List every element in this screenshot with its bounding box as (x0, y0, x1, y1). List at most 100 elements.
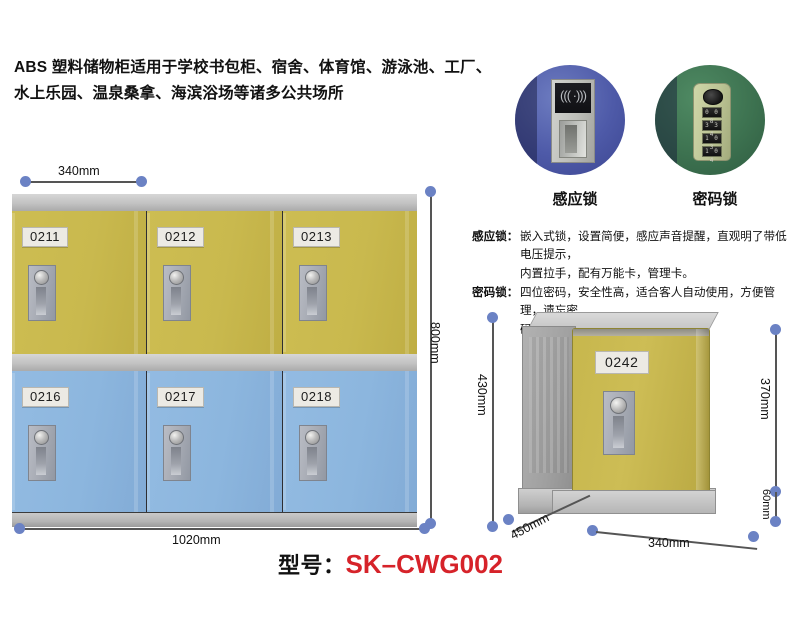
rfid-lock-caption: 感应锁 (552, 191, 598, 208)
rfid-description-label: 感应锁： (472, 230, 519, 243)
locker-number-plate: 0242 (595, 351, 649, 374)
dim-line-base-height (775, 492, 777, 520)
dim-label-total-height: 800mm (428, 322, 442, 364)
dim-endpoint-dot (419, 523, 430, 534)
dim-endpoint-dot (770, 486, 781, 497)
handle-recess (36, 447, 46, 475)
locker-number-plate: 0212 (157, 227, 204, 247)
combo-dial: 1 0 4 (702, 146, 722, 164)
handle-recess (613, 416, 624, 448)
dim-label-base-height: 60mm (760, 489, 772, 520)
signal-wave-icon: ((( ·))) (560, 88, 587, 103)
door-lock-handle (28, 425, 56, 481)
door-frame-strip (12, 194, 147, 212)
handle-recess (36, 287, 46, 315)
door-edge-highlight (283, 373, 286, 510)
door-edge-highlight (12, 373, 15, 510)
door-frame-strip (147, 354, 283, 372)
lock-cylinder-icon (305, 430, 320, 445)
rfid-description-text-2: 内置拉手，配有万能卡，管理卡。 (520, 267, 694, 280)
headline-line-1: ABS 塑料储物柜适用于学校书包柜、宿舍、体育馆、游泳池、工厂、 (14, 59, 492, 76)
locker-side-panel (522, 326, 576, 500)
lock-cylinder-icon (34, 270, 49, 285)
dim-line-total-height (430, 192, 432, 522)
combo-description-label: 密码锁： (472, 286, 519, 299)
dim-label-single-width: 340mm (648, 536, 690, 550)
handle-recess (307, 447, 317, 475)
door-frame-strip (283, 354, 417, 372)
dim-endpoint-dot (587, 525, 598, 536)
locker-number-plate: 0213 (293, 227, 340, 247)
dim-line-door-width (26, 181, 141, 183)
model-code: SK–CWG002 (345, 549, 504, 579)
combo-dial: 0 0 8 (702, 107, 722, 125)
locker-door: 0242 (572, 328, 710, 494)
locker-door: 0212 (147, 211, 283, 354)
dim-endpoint-dot (425, 186, 436, 197)
lock-cylinder-icon (305, 270, 320, 285)
locker-base-front (552, 490, 716, 514)
dim-label-single-height: 430mm (475, 374, 489, 416)
door-frame-strip (573, 329, 709, 336)
page-title: ABS 塑料储物柜适用于学校书包柜、宿舍、体育馆、游泳池、工厂、 水上乐园、温泉… (14, 55, 492, 107)
dim-endpoint-dot (425, 518, 436, 529)
dim-endpoint-dot (748, 531, 759, 542)
locker-row-top: 0211 0212 (12, 194, 417, 354)
locker-cell: 0218 (283, 354, 417, 512)
lock-cylinder-icon (169, 430, 184, 445)
dim-endpoint-dot (770, 324, 781, 335)
door-lock-handle (163, 265, 191, 321)
rfid-lock-body: ((( ·))) (551, 79, 595, 163)
dim-endpoint-dot (503, 514, 514, 525)
recessed-handle (559, 120, 587, 158)
handle-recess (171, 447, 181, 475)
rfid-lock-photo: ((( ·))) (515, 65, 625, 175)
combo-dial: 3 3 4 (702, 120, 722, 138)
dim-endpoint-dot (770, 516, 781, 527)
dim-endpoint-dot (14, 523, 25, 534)
locker-cell: 0213 (283, 194, 417, 354)
door-frame-strip (12, 354, 147, 372)
locker-bank-illustration: 0211 0212 (12, 194, 417, 512)
locker-number-plate: 0217 (157, 387, 204, 407)
door-edge-highlight (283, 213, 286, 352)
rfid-description-text-1: 嵌入式锁，设置简便，感应声音提醒，直观明了带低电压提示， (520, 230, 787, 261)
headline-line-2: 水上乐园、温泉桑拿、海滨浴场等诸多公共场所 (14, 85, 344, 102)
door-frame-strip (147, 194, 283, 212)
locker-cell: 0212 (147, 194, 283, 354)
rfid-description-line-2: 内置拉手，配有万能卡，管理卡。 (472, 265, 794, 283)
locker-cell: 0216 (12, 354, 147, 512)
lock-cylinder-icon (169, 270, 184, 285)
rfid-description-line-1: 感应锁： 嵌入式锁，设置简便，感应声音提醒，直观明了带低电压提示， (472, 228, 794, 264)
dim-label-total-width: 1020mm (172, 533, 221, 547)
door-lock-handle (603, 391, 635, 455)
photo-shadow-band (515, 65, 537, 175)
dim-line-single-door-height (775, 330, 777, 490)
dim-line-total-width (20, 528, 425, 530)
combination-lock-photo: 0 0 8 3 3 4 1 0 3 1 0 4 (655, 65, 765, 175)
single-locker-illustration: 0242 (500, 312, 770, 528)
combo-dial: 1 0 3 (702, 133, 722, 151)
door-lock-handle (163, 425, 191, 481)
dim-label-door-width: 340mm (58, 164, 100, 178)
locker-cell: 0211 (12, 194, 147, 354)
door-lock-handle (299, 425, 327, 481)
locker-door: 0213 (283, 211, 417, 354)
door-edge-highlight (147, 213, 150, 352)
locker-cell: 0217 (147, 354, 283, 512)
dim-label-single-door-height: 370mm (758, 378, 772, 420)
dim-endpoint-dot (487, 312, 498, 323)
lock-knob-icon (703, 89, 723, 105)
locker-door: 0216 (12, 371, 147, 512)
locker-door: 0211 (12, 211, 147, 354)
dim-endpoint-dot (487, 521, 498, 532)
handle-recess (171, 287, 181, 315)
locker-door: 0217 (147, 371, 283, 512)
door-lock-handle (299, 265, 327, 321)
combo-lock-body: 0 0 8 3 3 4 1 0 3 1 0 4 (693, 83, 731, 164)
model-label: 型号： (278, 553, 346, 578)
locker-bank-base (12, 512, 417, 527)
rfid-sensor-panel: ((( ·))) (555, 83, 591, 113)
combo-dial-stack: 0 0 8 3 3 4 1 0 3 1 0 4 (702, 107, 722, 164)
